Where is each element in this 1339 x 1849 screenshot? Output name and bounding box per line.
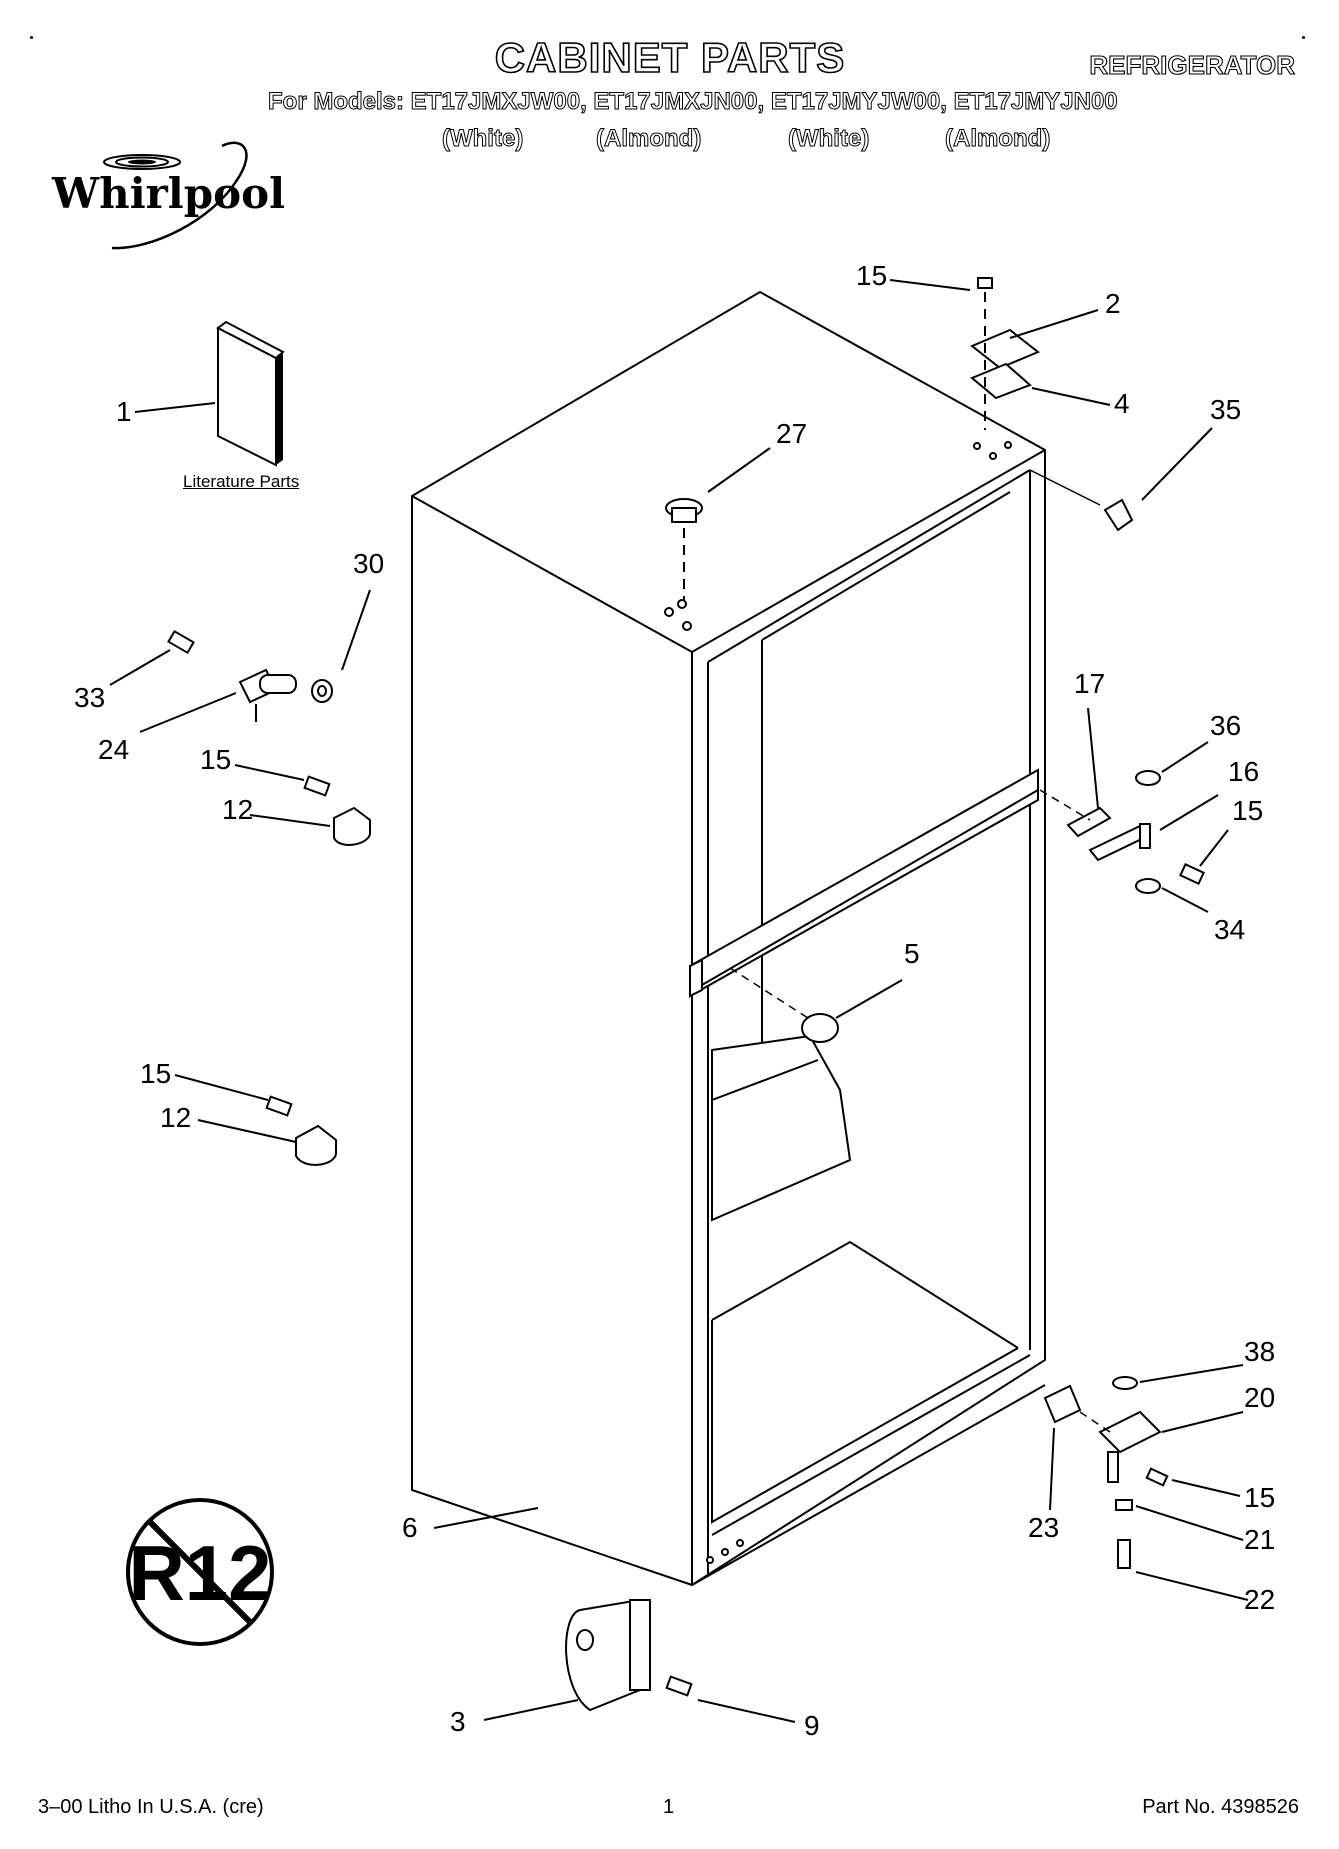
callout-20: 20 (1244, 1382, 1276, 1413)
callout-12: 12 (222, 794, 254, 825)
model-color-3: (White) (787, 125, 870, 153)
center-hinge-assembly (1039, 770, 1205, 894)
callout-24: 24 (98, 734, 130, 765)
callout-38: 38 (1244, 1336, 1276, 1367)
refrigerator-cabinet (411, 290, 1046, 1587)
callout-23: 23 (1028, 1512, 1060, 1543)
footer-part-number: Part No. 4398526 (1142, 1796, 1299, 1818)
callout-15b: 15 (200, 744, 232, 775)
callout-4: 4 (1114, 388, 1130, 419)
whirlpool-logo: Whirlpool (42, 140, 292, 260)
model-color-1: (White) (441, 125, 524, 153)
footer-litho: 3–00 Litho In U.S.A. (cre) (38, 1796, 264, 1818)
callout-34: 34 (1214, 914, 1246, 945)
callout-5: 5 (904, 938, 920, 969)
callout-17: 17 (1074, 668, 1106, 699)
door-stop-upper (303, 775, 371, 846)
corner-dot (1302, 36, 1305, 39)
callout-1: 1 (116, 396, 132, 427)
callout-leaders (109, 279, 1249, 1723)
literature-booklet (216, 320, 285, 467)
callout-6: 6 (402, 1512, 418, 1543)
callout-21: 21 (1244, 1524, 1276, 1555)
callout-9: 9 (804, 1710, 820, 1741)
models-line: For Models: ET17JMXJW00, ET17JMXJN00, ET… (268, 88, 1119, 116)
model-color-2: (Almond) (595, 125, 702, 153)
hinge-cap-part (1029, 469, 1134, 532)
callout-15e: 15 (1244, 1482, 1276, 1513)
lower-hinge-assembly (1043, 1376, 1169, 1569)
callout-36: 36 (1210, 710, 1242, 741)
upper-hinge-pin-assembly (167, 629, 333, 722)
top-plug-part (665, 498, 703, 600)
literature-parts-label: Literature Parts (183, 472, 300, 491)
callout-15c: 15 (1232, 795, 1264, 826)
footer-page-number: 1 (663, 1796, 675, 1818)
callout-3: 3 (450, 1706, 466, 1737)
callout-35: 35 (1210, 394, 1242, 425)
model-color-4: (Almond) (944, 125, 1051, 153)
top-hinge-assembly (970, 277, 1040, 430)
callout-12b: 12 (160, 1102, 192, 1133)
callout-30: 30 (353, 548, 385, 579)
callout-22: 22 (1244, 1584, 1276, 1615)
appliance-type: REFRIGERATOR (1089, 49, 1296, 80)
callout-16: 16 (1228, 756, 1260, 787)
callout-15: 15 (856, 260, 888, 291)
no-r12-badge: R12 (126, 1498, 274, 1646)
callout-2: 2 (1105, 288, 1121, 319)
divider-plug-part (729, 967, 839, 1043)
page-title: CABINET PARTS (494, 33, 846, 82)
callout-33: 33 (74, 682, 106, 713)
callout-15d: 15 (140, 1058, 172, 1089)
callout-27: 27 (776, 418, 808, 449)
corner-dot (30, 36, 33, 39)
leveling-leg-part (565, 1598, 693, 1712)
door-stop-lower (265, 1095, 337, 1166)
logo-text: Whirlpool (51, 169, 285, 218)
